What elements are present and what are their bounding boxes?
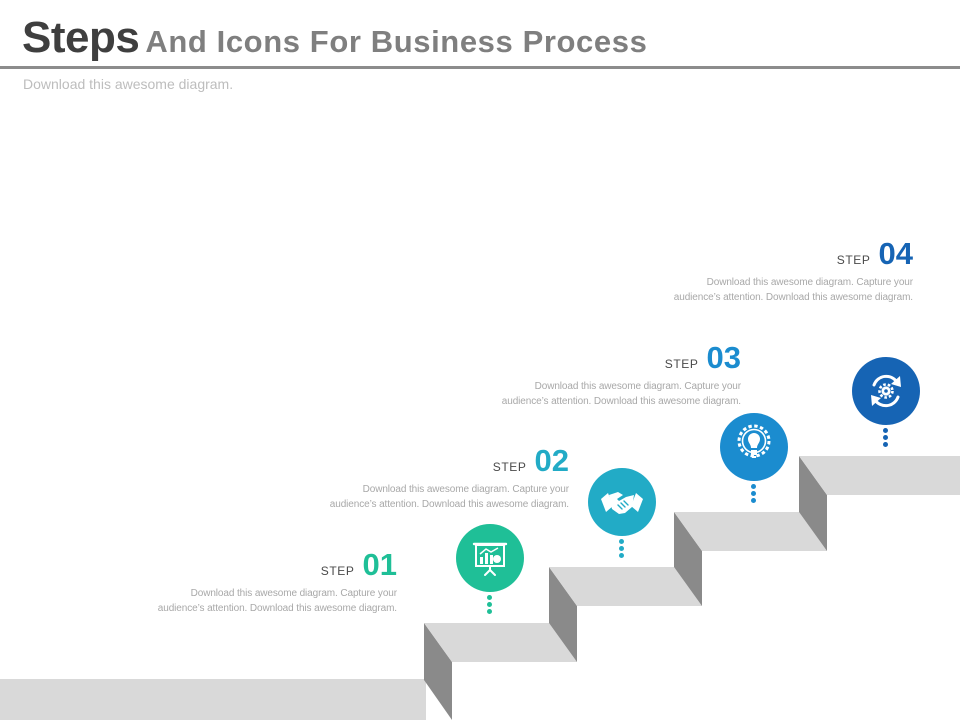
step-04-label: STEP (836, 253, 871, 267)
step-03-icon-circle (720, 413, 788, 481)
gear-cycle-icon (871, 374, 901, 408)
connector-dot (487, 609, 492, 614)
connector-dot (883, 435, 888, 440)
step-02-label: STEP (492, 460, 527, 474)
stair-riser-4 (799, 456, 827, 551)
step-03-number: 03 (706, 340, 741, 375)
step-03-label: STEP (664, 357, 699, 371)
connector-dot (751, 491, 756, 496)
step-02-desc-line-2: audience’s attention. Download this awes… (329, 499, 569, 510)
step-01-desc-line-1: Download this awesome diagram. Capture y… (190, 588, 397, 599)
lightbulb-gear-icon (737, 424, 771, 458)
step-03-description: Download this awesome diagram. Capture y… (451, 379, 741, 409)
step-02: STEP 02 Download this awesome diagram. Ca… (279, 445, 569, 512)
step-01-connector-dots (487, 595, 493, 616)
connector-dot (619, 539, 624, 544)
stair-floor (0, 679, 426, 720)
connector-dot (487, 595, 492, 600)
step-04-desc-line-1: Download this awesome diagram. Capture y… (706, 277, 913, 288)
step-03-heading: STEP 03 (451, 342, 741, 373)
connector-dot (883, 428, 888, 433)
connector-dot (619, 546, 624, 551)
connector-dot (487, 602, 492, 607)
step-01-label: STEP (320, 564, 355, 578)
step-04-icon-circle (852, 357, 920, 425)
presentation-chart-icon (472, 542, 508, 576)
connector-dot (751, 498, 756, 503)
step-01-desc-line-2: audience’s attention. Download this awes… (157, 603, 397, 614)
step-04: STEP 04 Download this awesome diagram. Ca… (623, 238, 913, 305)
connector-dot (751, 484, 756, 489)
page-subtitle: Download this awesome diagram. (23, 76, 234, 92)
stair-riser-1 (424, 623, 452, 720)
step-03: STEP 03 Download this awesome diagram. Ca… (451, 342, 741, 409)
step-02-number: 02 (534, 443, 569, 478)
step-02-icon-circle (588, 468, 656, 536)
connector-dot (883, 442, 888, 447)
step-02-desc-line-1: Download this awesome diagram. Capture y… (362, 484, 569, 495)
step-02-description: Download this awesome diagram. Capture y… (279, 482, 569, 512)
step-02-connector-dots (619, 539, 625, 560)
step-04-description: Download this awesome diagram. Capture y… (623, 275, 913, 305)
step-04-number: 04 (878, 236, 913, 271)
step-01-description: Download this awesome diagram. Capture y… (107, 586, 397, 616)
step-03-connector-dots (751, 484, 757, 505)
title-strong: Steps (22, 13, 140, 62)
stair-tread-2 (549, 567, 702, 606)
title-divider (0, 66, 960, 69)
step-01-icon-circle (456, 524, 524, 592)
stair-riser-2 (549, 567, 577, 662)
step-03-desc-line-1: Download this awesome diagram. Capture y… (534, 381, 741, 392)
stair-tread-4 (799, 456, 960, 495)
step-03-desc-line-2: audience’s attention. Download this awes… (501, 396, 741, 407)
step-04-desc-line-2: audience’s attention. Download this awes… (673, 292, 913, 303)
handshake-icon (601, 492, 643, 514)
step-01-heading: STEP 01 (107, 549, 397, 580)
connector-dot (619, 553, 624, 558)
stair-tread-3 (674, 512, 827, 551)
stair-riser-3 (674, 512, 702, 606)
title-rest: And Icons For Business Process (145, 24, 648, 59)
step-01-number: 01 (362, 547, 397, 582)
step-04-heading: STEP 04 (623, 238, 913, 269)
stair-tread-1 (424, 623, 577, 662)
step-04-connector-dots (883, 428, 889, 449)
step-01: STEP 01 Download this awesome diagram. Ca… (107, 549, 397, 616)
step-02-heading: STEP 02 (279, 445, 569, 476)
